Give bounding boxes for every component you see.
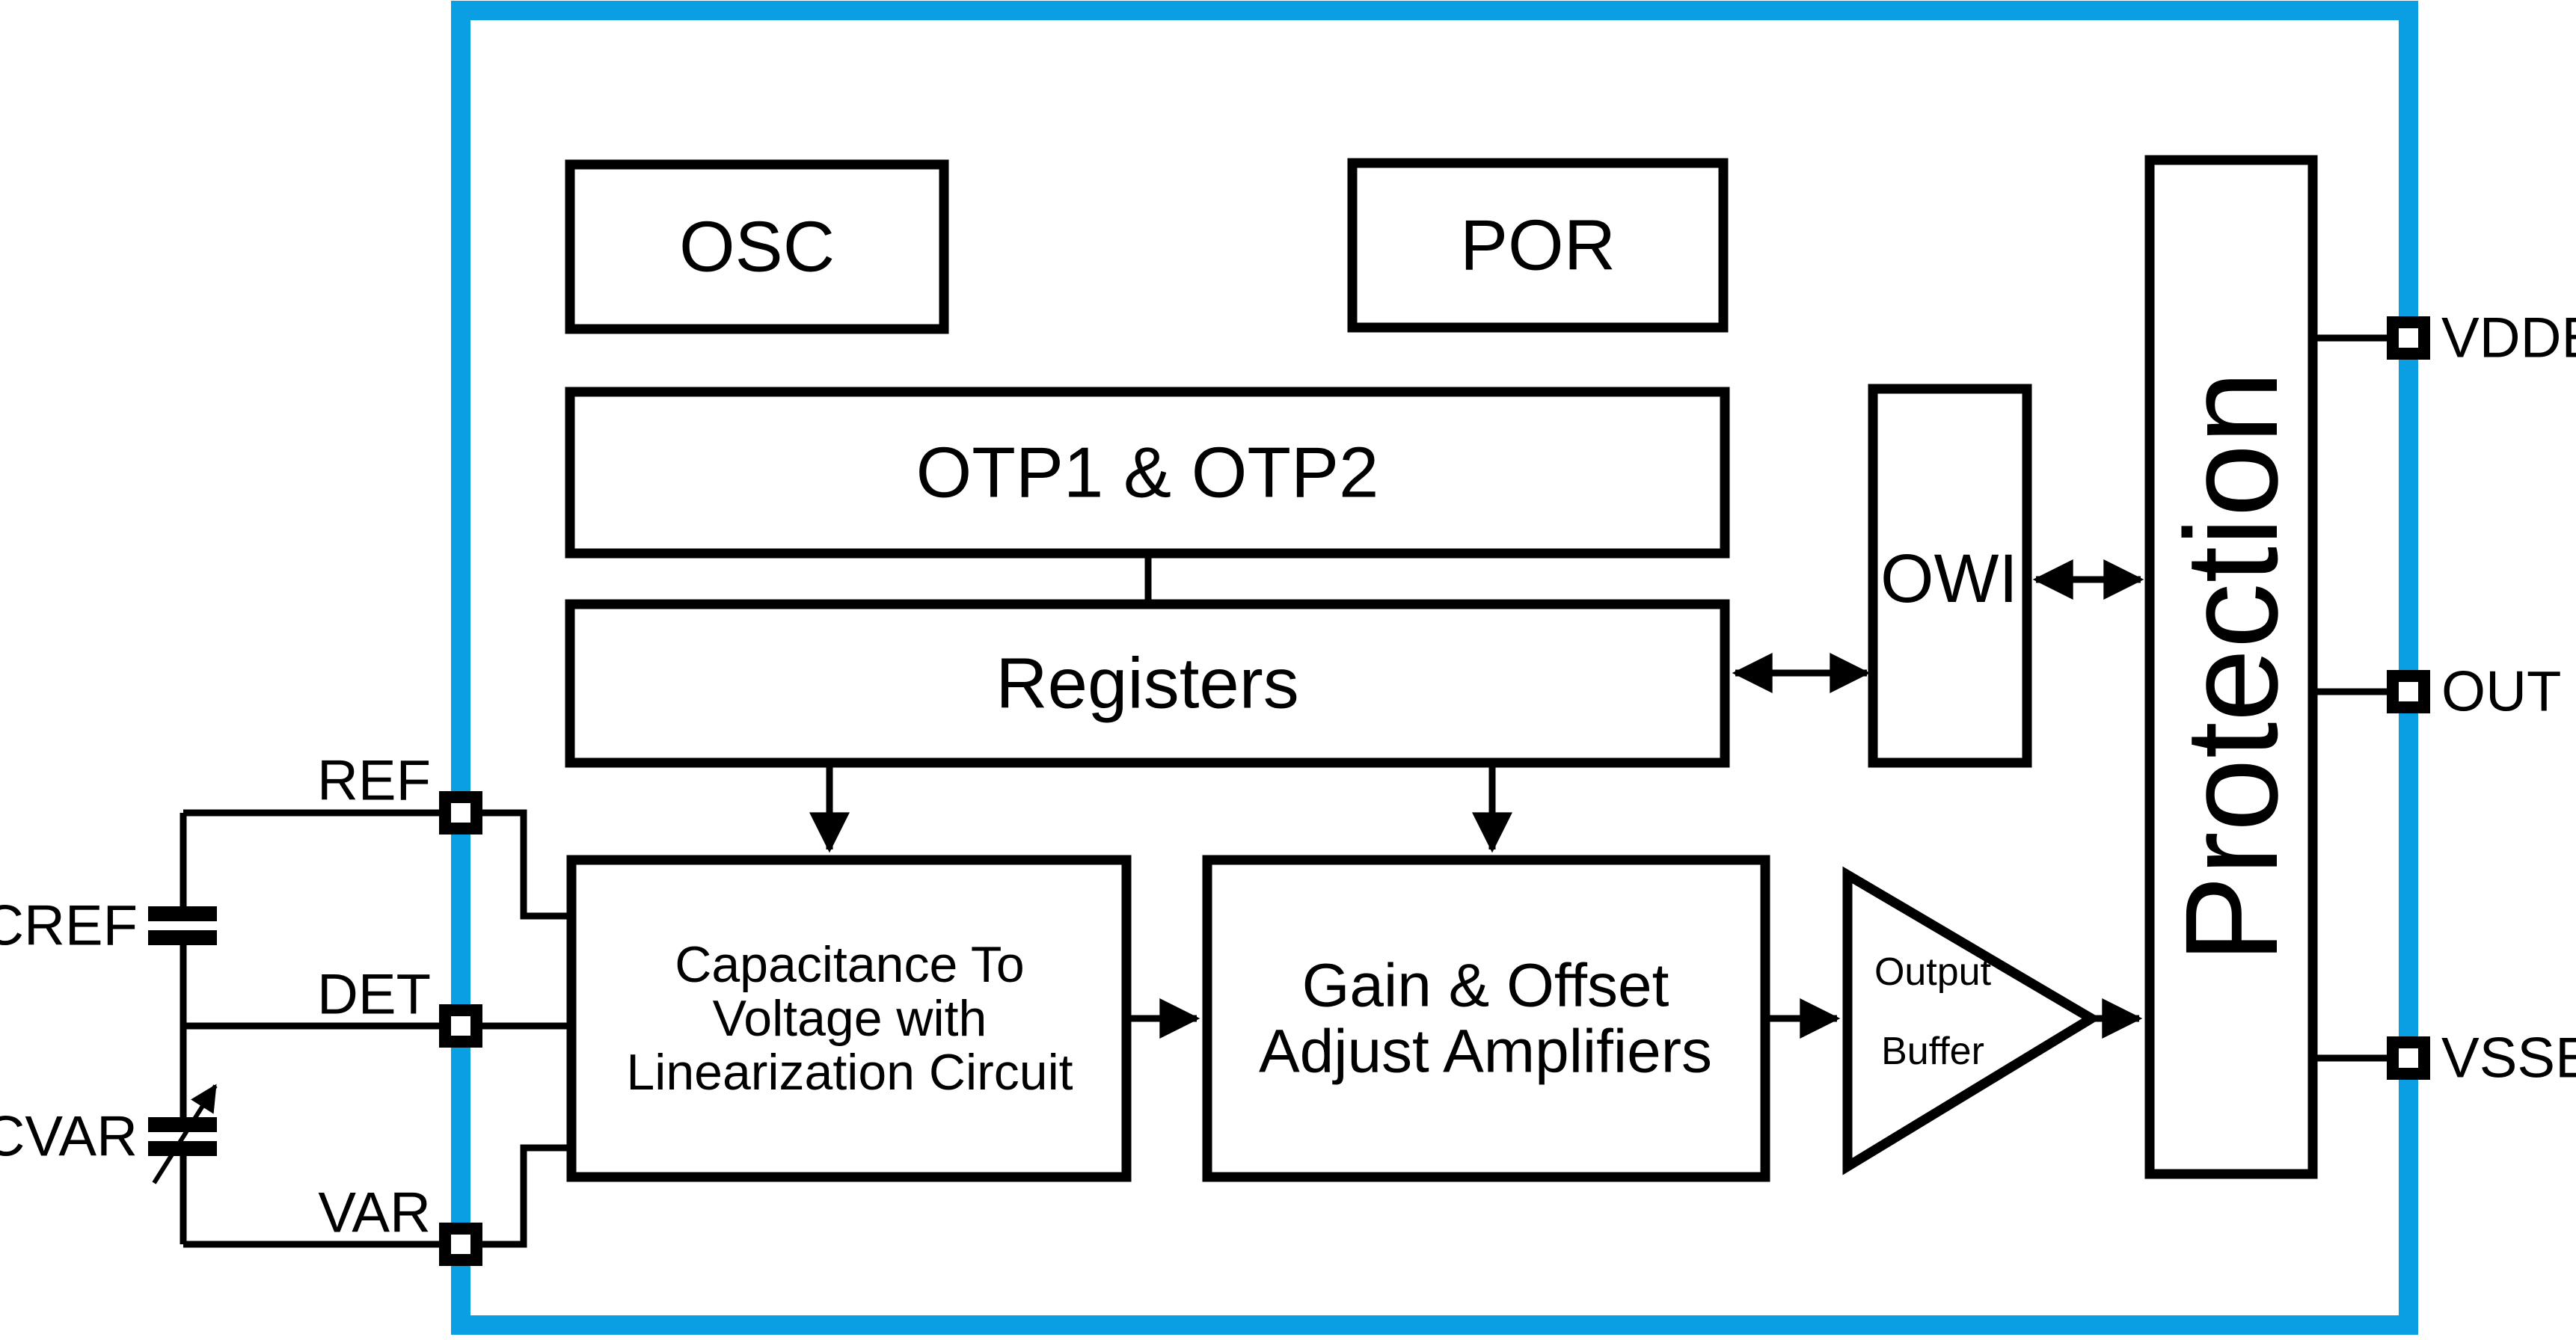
pin-det: [439, 1004, 482, 1048]
pin-ref: [439, 791, 482, 835]
pin-var: [439, 1223, 482, 1266]
pin-vsse-label: VSSE: [2441, 1027, 2576, 1090]
block-output-buffer-label-line2: Buffer: [1881, 1030, 1984, 1073]
cref-capacitor-plate-top: [148, 906, 217, 921]
block-gain: [1202, 855, 1770, 1182]
block-protection-label: Protection: [2159, 371, 2305, 963]
block-output-buffer: [1842, 866, 2101, 1175]
pin-vdde-label: VDDE: [2441, 307, 2576, 370]
pin-ref-label: REF: [317, 749, 431, 813]
block-protection: [2144, 155, 2318, 1179]
wire-var: [183, 1144, 572, 1248]
block-osc: [565, 159, 949, 334]
block-c2v: [566, 855, 1132, 1182]
cvar-capacitor-plate-bottom: [148, 1141, 217, 1156]
block-owi: [1868, 384, 2032, 768]
cref-label: CREF: [0, 894, 138, 958]
pin-out-label: OUT: [2441, 660, 2561, 724]
block-gain-label-line1: Gain & Offset: [1302, 952, 1669, 1020]
block-otp-label: OTP1 & OTP2: [916, 433, 1379, 513]
block-registers: [565, 599, 1730, 768]
cvar-label: CVAR: [0, 1105, 138, 1169]
block-por: [1347, 158, 1729, 333]
block-registers-label: Registers: [996, 644, 1298, 724]
block-otp: [565, 387, 1730, 559]
pin-var-label: VAR: [318, 1181, 431, 1245]
pin-out: [2387, 670, 2430, 713]
block-gain-label-line2: Adjust Amplifiers: [1259, 1018, 1712, 1086]
block-c2v-label-line2: Voltage with: [713, 990, 987, 1047]
block-owi-label: OWI: [1880, 541, 2018, 617]
cref-capacitor-plate-bottom: [148, 930, 217, 945]
block-osc-label: OSC: [679, 207, 835, 287]
wire-ref: [183, 809, 572, 920]
chip-border: [451, 1, 2418, 1335]
block-c2v-label-line1: Capacitance To: [675, 936, 1025, 993]
pin-vdde: [2387, 316, 2430, 360]
pin-vsse: [2387, 1036, 2430, 1080]
block-output-buffer-label-line1: Output: [1874, 950, 1992, 994]
block-por-label: POR: [1460, 206, 1616, 286]
cvar-variable-arrow-icon: [152, 1084, 218, 1184]
pin-det-label: DET: [317, 963, 431, 1027]
cvar-capacitor-plate-top: [148, 1117, 217, 1132]
block-c2v-label-line3: Linearization Circuit: [626, 1044, 1073, 1101]
